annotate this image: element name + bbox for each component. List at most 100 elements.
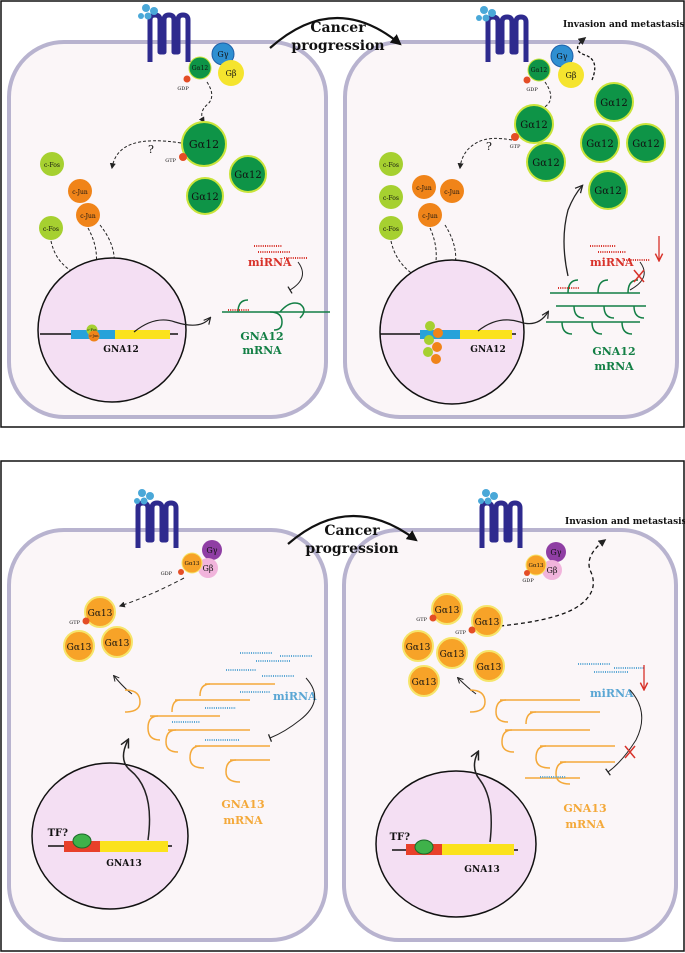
svg-text:Gα12: Gα12	[192, 65, 209, 72]
cjun-protein: c-Jun	[440, 179, 464, 203]
svg-text:c-Jun: c-Jun	[416, 185, 432, 192]
cancer-progression-arrow	[269, 16, 402, 49]
galpha13-protein: Gα13	[436, 637, 468, 669]
svg-text:GTP: GTP	[510, 144, 521, 150]
mrna-label: mRNA	[223, 814, 263, 827]
cancer-progression-label: Cancer	[324, 523, 380, 539]
g-protein-trimer: Gγ Gβ Gα12 GDP	[177, 42, 244, 92]
galpha12-protein: Gα12 GTP	[165, 121, 227, 167]
receptor-icon	[134, 489, 179, 548]
gna13-mrna	[124, 683, 275, 783]
svg-text:Gα13: Gα13	[475, 618, 500, 628]
cjun-protein: c-Jun	[412, 175, 436, 199]
mirna-strands	[590, 245, 650, 261]
svg-text:Gα12: Gα12	[234, 170, 261, 181]
g-protein-trimer: Gγ Gβ Gα13 GDP	[522, 542, 566, 584]
invasion-label: Invasion and metastasis	[565, 517, 685, 527]
galpha12-protein: Gα12	[626, 123, 666, 163]
svg-text:Gα13: Gα13	[406, 643, 431, 653]
galpha12-protein: Gα12 GTP	[510, 104, 554, 150]
cancer-progression-label: progression	[291, 38, 384, 54]
mirna-strands	[540, 663, 644, 778]
cancer-progression-arrow	[287, 514, 418, 545]
svg-text:Gα13: Gα13	[88, 609, 113, 619]
galpha13-protein: Gα13	[63, 630, 95, 662]
cfos-protein: c-Fos	[379, 152, 403, 176]
svg-text:c-Jun: c-Jun	[80, 213, 96, 220]
cjun-protein: c-Jun	[76, 203, 100, 227]
svg-text:c-Jun: c-Jun	[72, 189, 88, 196]
svg-text:Gβ: Gβ	[225, 69, 236, 78]
svg-text:GDP: GDP	[526, 87, 538, 93]
cfos-protein: c-Fos	[39, 216, 63, 240]
receptor-icon	[476, 6, 529, 62]
gna13-mrna-label: GNA13	[221, 798, 264, 811]
inhibition-blocked-icon	[624, 745, 636, 759]
svg-text:c-Jun: c-Jun	[89, 334, 99, 338]
svg-text:GTP: GTP	[69, 620, 80, 626]
svg-text:Gα12: Gα12	[632, 139, 659, 150]
svg-text:Gα12: Gα12	[531, 67, 548, 74]
cancer-progression-label: Cancer	[310, 20, 366, 36]
svg-text:c-Jun: c-Jun	[422, 213, 438, 220]
invasion-label: Invasion and metastasis	[563, 20, 685, 30]
mirna-label: miRNA	[590, 687, 634, 700]
top-panel-frame	[0, 0, 685, 428]
receptor-icon	[478, 489, 523, 548]
gna12-mrna-label: GNA12	[592, 345, 635, 358]
svg-text:?: ?	[486, 140, 492, 153]
svg-text:GDP: GDP	[177, 86, 189, 92]
nucleus	[31, 762, 189, 910]
svg-text:c-Fos: c-Fos	[383, 162, 399, 169]
svg-text:Gγ: Gγ	[206, 546, 217, 555]
galpha12-protein: Gα12	[588, 170, 628, 210]
svg-text:Gβ: Gβ	[202, 564, 213, 573]
galpha13-protein: Gα13	[408, 665, 440, 697]
invasion-arrow	[499, 539, 607, 627]
cjun-protein: c-Jun	[418, 203, 442, 227]
gna13-mrna-label: GNA13	[563, 802, 606, 815]
svg-text:Gα12: Gα12	[594, 186, 621, 197]
gna12-gene	[380, 321, 516, 364]
galpha13-protein: Gα13 GTP	[69, 596, 116, 628]
mirna-label: miRNA	[590, 256, 634, 269]
mrna-label: mRNA	[594, 360, 634, 373]
svg-text:GDP: GDP	[522, 578, 534, 584]
cfos-protein: c-Fos	[40, 152, 64, 176]
galpha12-protein: Gα12	[186, 177, 224, 215]
galpha13-protein: Gα13 GTP	[455, 605, 503, 637]
mirna-strands	[254, 245, 308, 259]
galpha12-protein: Gα12	[594, 82, 634, 122]
svg-text:Gα13: Gα13	[435, 606, 460, 616]
gna13-gene-label: GNA13	[106, 859, 141, 869]
cfos-protein: c-Fos	[379, 185, 403, 209]
receptor-icon	[138, 4, 191, 62]
cfos-protein: c-Fos	[379, 216, 403, 240]
gna12-gene: c-Fos c-Jun	[40, 324, 178, 342]
mirna-label: miRNA	[273, 690, 317, 703]
g-protein-trimer: Gγ Gβ Gα13 GDP	[161, 540, 222, 578]
galpha12-protein: Gα12	[580, 123, 620, 163]
svg-text:Gα13: Gα13	[440, 650, 465, 660]
svg-text:c-Fos: c-Fos	[43, 226, 59, 233]
svg-text:GTP: GTP	[165, 158, 176, 164]
svg-text:c-Fos: c-Fos	[44, 162, 60, 169]
gna12-gene-label: GNA12	[103, 345, 138, 355]
gna12-mrna	[222, 299, 330, 331]
galpha12-protein: Gα12	[229, 155, 267, 193]
svg-text:Gβ: Gβ	[565, 71, 576, 80]
svg-text:Gα12: Gα12	[191, 192, 218, 203]
mrna-label: mRNA	[242, 344, 282, 357]
cjun-protein: c-Jun	[68, 179, 92, 203]
svg-text:c-Fos: c-Fos	[383, 195, 399, 202]
galpha13-protein: Gα13 GTP	[416, 593, 463, 625]
svg-text:Gα13: Gα13	[105, 639, 130, 649]
tf-label: TF?	[48, 828, 69, 839]
svg-text:GTP: GTP	[416, 617, 427, 623]
g-protein-trimer: Gγ Gβ Gα12 GDP	[523, 44, 584, 93]
svg-text:Gα12: Gα12	[586, 139, 613, 150]
gna13-gene-label: GNA13	[464, 865, 499, 875]
gna13-mrna	[469, 689, 615, 785]
svg-text:Gγ: Gγ	[550, 548, 561, 557]
svg-text:Gα13: Gα13	[477, 663, 502, 673]
